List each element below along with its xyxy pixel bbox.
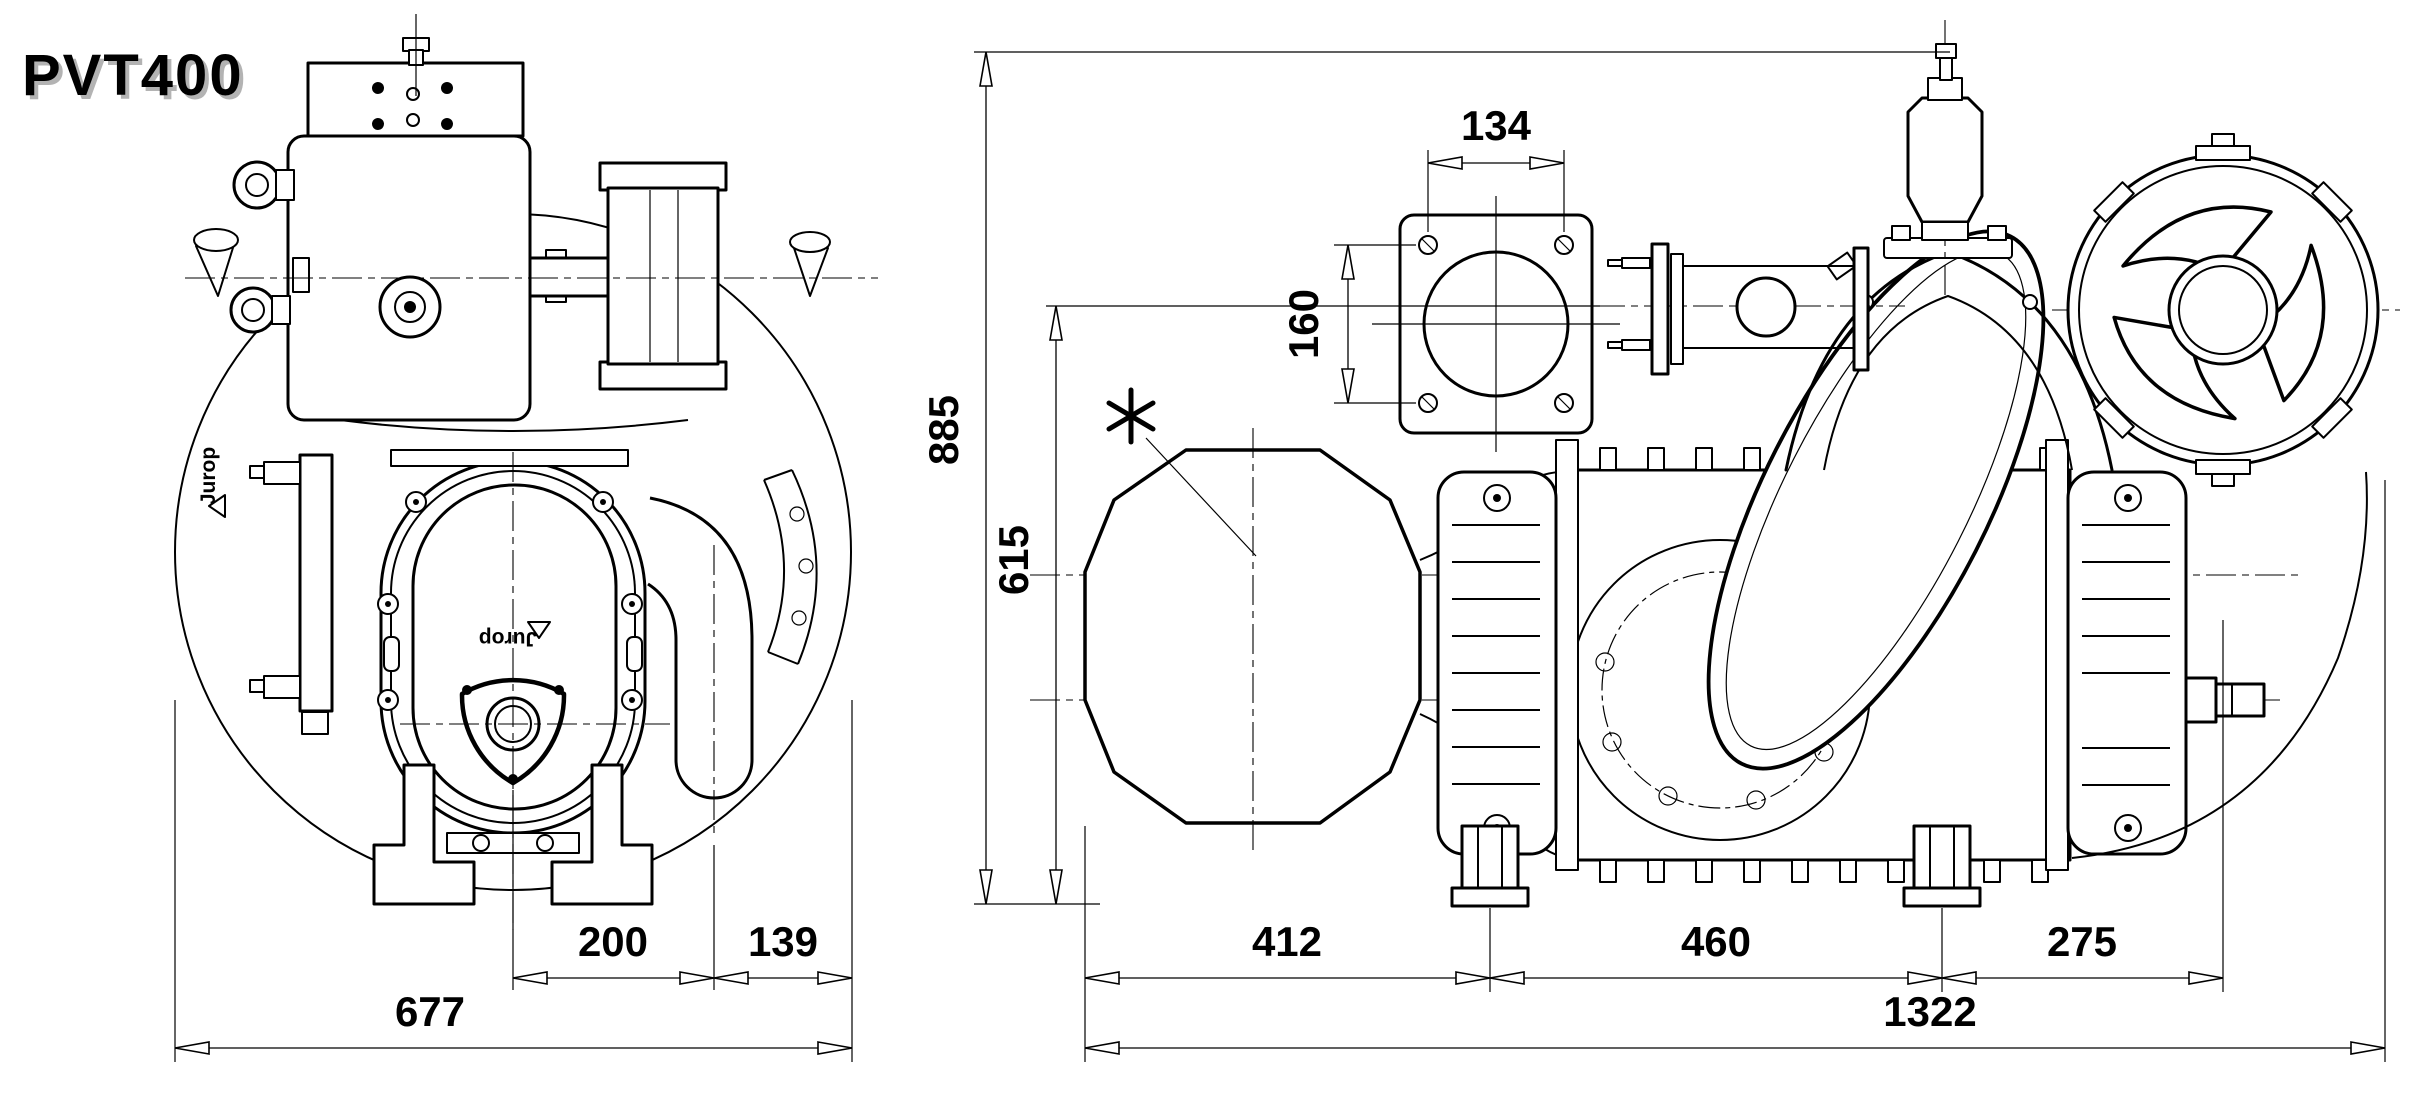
- side-flange-plate: [249, 453, 334, 735]
- cover-rim-bolts: [2093, 181, 2353, 439]
- jurop-logo-side: Jurop: [197, 447, 226, 518]
- relief-valve-assembly: [1595, 242, 1905, 376]
- dim-134: 134: [1461, 102, 1532, 149]
- end-housing-right: [2045, 439, 2188, 871]
- front-foot-right: [1902, 824, 1982, 908]
- eyebolt-lower: [229, 286, 291, 334]
- drive-shaft: [2184, 676, 2266, 724]
- asterisk-note-icon: [1106, 387, 1156, 445]
- dim-1322: 1322: [1883, 988, 1976, 1035]
- dim-412: 412: [1252, 918, 1322, 965]
- dim-615: 615: [990, 525, 1037, 595]
- page-title-shadow: PVT400: [26, 47, 248, 112]
- safety-valve: [1906, 20, 1984, 300]
- flange-detail: 134 160: [1280, 102, 1620, 452]
- end-housing-left: [1436, 439, 1579, 871]
- front-foot-left: [1450, 824, 1530, 908]
- front-view-dimensions: 885 615 412 460 275 1322: [920, 51, 2386, 1062]
- fan-cowl: [528, 161, 728, 391]
- discharge-elbow-duct: [1706, 229, 2046, 771]
- dim-885: 885: [920, 395, 967, 465]
- coupling-cover: [2052, 133, 2400, 487]
- dim-275: 275: [2047, 918, 2117, 965]
- flange-bolt-holes: [1418, 235, 1574, 413]
- dim-677: 677: [395, 988, 465, 1035]
- drain-pipe-sump: [647, 496, 754, 800]
- cone-lug-right: [789, 231, 831, 297]
- foot-right: [550, 763, 654, 906]
- foot-left: [372, 763, 476, 906]
- dim-200: 200: [578, 918, 648, 965]
- eyebolt-upper: [232, 160, 295, 210]
- dim-139: 139: [748, 918, 818, 965]
- dim-460: 460: [1681, 918, 1751, 965]
- flange-dimensions: 134 160: [1280, 102, 1565, 404]
- side-view: Jurop Jurop: [174, 14, 878, 930]
- front-view: [1030, 20, 2400, 908]
- svg-text:Jurop: Jurop: [197, 447, 220, 505]
- page-title: PVT400 PVT400: [22, 43, 248, 112]
- cooling-fins-bottom: [1599, 859, 2049, 883]
- side-view-dimensions: 200 139 677: [174, 700, 853, 1062]
- dim-160: 160: [1280, 289, 1327, 359]
- svg-text:Jurop: Jurop: [479, 627, 537, 650]
- note-leader-line: [1145, 437, 1257, 557]
- page-title-text: PVT400: [22, 43, 244, 108]
- jurop-logo-cover: Jurop: [479, 621, 551, 650]
- casing-side-plate: [763, 469, 818, 665]
- cone-lug-left: [193, 228, 239, 297]
- casing-curve-right: [2071, 471, 2368, 859]
